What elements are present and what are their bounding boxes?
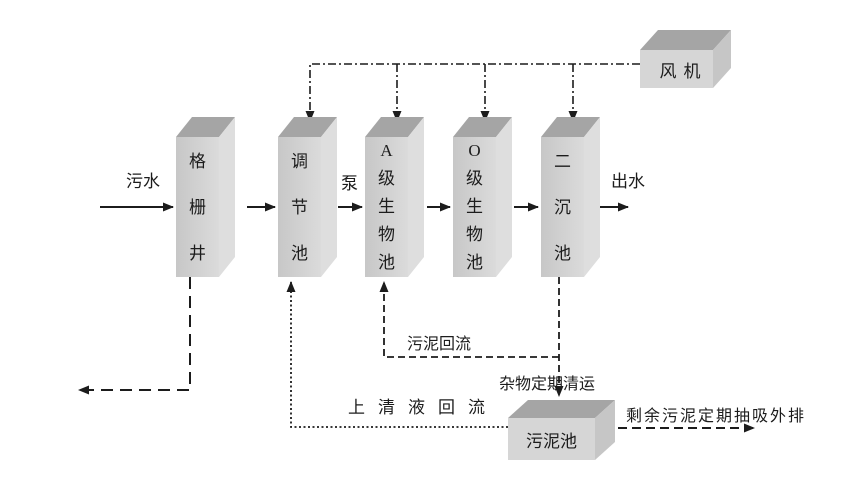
tank-label-o-bio: O级生物池 <box>466 141 483 272</box>
box-fan <box>640 30 731 88</box>
sludge-return-line <box>379 281 559 358</box>
tank-label-a-bio: A级生物池 <box>378 141 395 272</box>
box-side-face <box>713 30 731 88</box>
tank-front-face <box>541 137 584 277</box>
tank-label-regulating: 调节池 <box>291 152 308 263</box>
box-label-sludge-tank: 污泥池 <box>526 431 577 451</box>
supernatant-return-line <box>286 281 508 428</box>
tank-side-face <box>219 117 235 277</box>
tank-a-bio <box>365 117 424 277</box>
box-front-face <box>508 418 595 460</box>
tank-top-face <box>176 117 235 137</box>
box-top-face <box>508 400 615 418</box>
tank-secondary-clarifier <box>541 117 600 277</box>
label-sludge-return: 污泥回流 <box>407 336 472 353</box>
tank-side-face <box>408 117 424 277</box>
tank-front-face <box>365 137 408 277</box>
tank-front-face <box>176 137 219 277</box>
box-side-face <box>595 400 615 460</box>
tank-side-face <box>584 117 600 277</box>
tank-top-face <box>365 117 424 137</box>
tank-front-face <box>278 137 321 277</box>
box-front-face <box>640 50 713 88</box>
box-sludge-tank <box>508 400 615 460</box>
tank-top-face <box>278 117 337 137</box>
tank-top-face <box>453 117 512 137</box>
tank-regulating <box>278 117 337 277</box>
tank-top-face <box>541 117 600 137</box>
tank-front-face <box>453 137 496 277</box>
label-effluent: 出水 <box>611 172 645 191</box>
tank-label-grid-well: 格栅井 <box>189 152 206 263</box>
tank-o-bio <box>453 117 512 277</box>
air-supply-lines <box>305 63 640 122</box>
label-influent: 污水 <box>126 172 160 191</box>
label-pump: 泵 <box>341 174 358 193</box>
tank-side-face <box>496 117 512 277</box>
label-excess-sludge-discharge: 剩余污泥定期抽吸外排 <box>626 408 807 425</box>
box-label-fan: 风机 <box>659 61 708 81</box>
air-line-to-regulating-tank <box>305 63 640 122</box>
tank-label-secondary-clarifier: 二沉池 <box>554 152 571 263</box>
tank-side-face <box>321 117 337 277</box>
gridwell-discharge-line <box>78 277 191 395</box>
tank-grid-well <box>176 117 235 277</box>
box-top-face <box>640 30 731 50</box>
label-debris-removal: 杂物定期清运 <box>499 376 596 393</box>
label-supernatant-return: 上清液回流 <box>348 398 498 417</box>
